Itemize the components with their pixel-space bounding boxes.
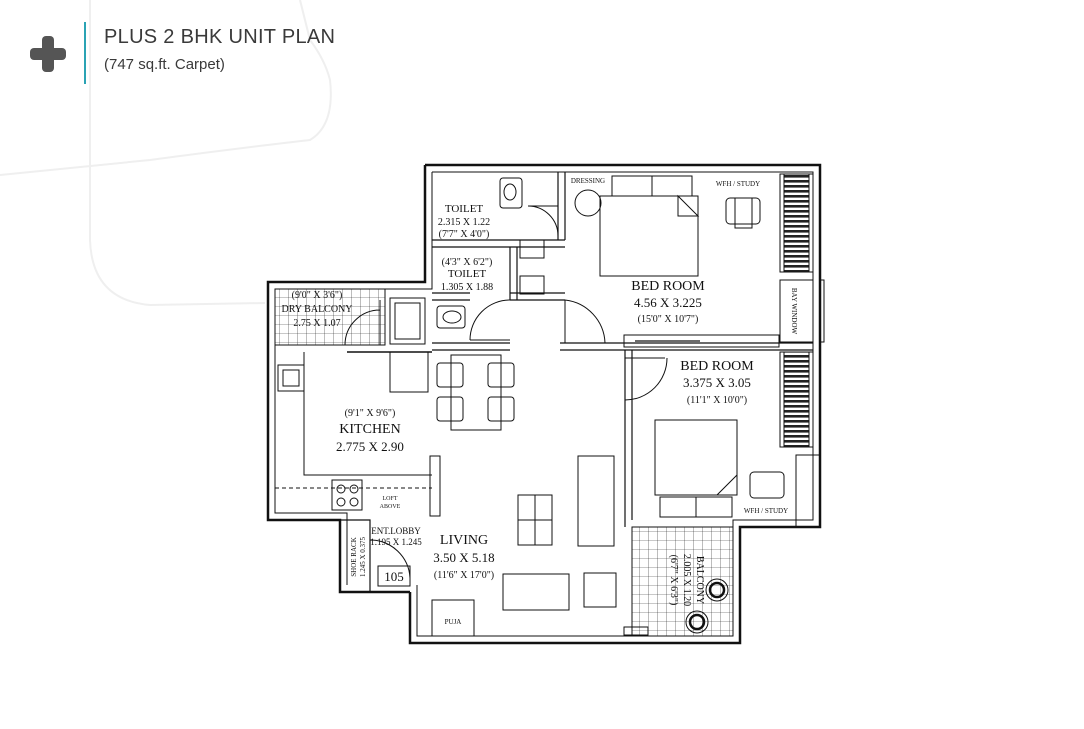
- toilet1-imperial: (7'7" X 4'0"): [439, 229, 490, 240]
- dry-balcony-imperial: (9'0" X 3'6"): [292, 290, 343, 301]
- living-name: LIVING: [440, 533, 488, 548]
- dressing-label: DRESSING: [571, 177, 605, 185]
- outer-wall: [408, 163, 822, 645]
- living-imperial: (11'6" X 17'0"): [434, 570, 494, 581]
- balcony-metric: 2.005 X 1.20: [681, 554, 692, 606]
- bay-window-label: BAY WINDOW: [790, 288, 798, 335]
- dry-balcony-name: DRY BALCONY: [281, 304, 352, 315]
- toilet1-metric: 2.315 X 1.22: [438, 217, 490, 228]
- shoe-rack-name: SHOE RACK: [350, 537, 358, 576]
- dry-balcony-metric: 2.75 X 1.07: [293, 318, 340, 329]
- bed2-name: BED ROOM: [680, 359, 754, 374]
- wfh2-label: WFH / STUDY: [744, 507, 788, 515]
- loft-line1: LOFT: [383, 496, 398, 502]
- kitchen-metric: 2.775 X 2.90: [336, 439, 404, 454]
- ent-lobby-name: ENT.LOBBY: [371, 526, 421, 536]
- toilet1-name: TOILET: [445, 203, 484, 215]
- bed1-metric: 4.56 X 3.225: [634, 295, 702, 310]
- unit-number: 105: [384, 569, 404, 584]
- balcony-name: BALCONY: [694, 556, 705, 604]
- kitchen-name: KITCHEN: [339, 422, 400, 437]
- toilet2-name: TOILET: [448, 268, 487, 280]
- accent-divider: [84, 22, 86, 84]
- bed1-imperial: (15'0" X 10'7"): [638, 314, 699, 325]
- wfh1-label: WFH / STUDY: [716, 180, 760, 188]
- bed1-name: BED ROOM: [631, 279, 705, 294]
- plan-subtitle: (747 sq.ft. Carpet): [104, 56, 225, 73]
- living-metric: 3.50 X 5.18: [433, 550, 494, 565]
- puja-label: PUJA: [445, 618, 462, 626]
- toilet2-metric: 1.305 X 1.88: [441, 282, 493, 293]
- loft-line2: ABOVE: [380, 504, 401, 510]
- toilet2-imperial: (4'3" X 6'2"): [442, 257, 493, 268]
- room-labels: TOILET 2.315 X 1.22 (7'7" X 4'0") (4'3" …: [281, 177, 798, 626]
- bed2-imperial: (11'1" X 10'0"): [687, 395, 747, 406]
- bed2-metric: 3.375 X 3.05: [683, 375, 751, 390]
- balcony-imperial: (6'7" X 6'3"): [668, 555, 679, 606]
- plan-title: PLUS 2 BHK UNIT PLAN: [104, 26, 336, 48]
- shoe-rack-metric: 1.245 X 0.375: [359, 536, 367, 577]
- ent-lobby-metric: 1.195 X 1.245: [370, 537, 422, 547]
- kitchen-imperial: (9'1" X 9'6"): [345, 408, 396, 419]
- plus-icon: [30, 36, 66, 72]
